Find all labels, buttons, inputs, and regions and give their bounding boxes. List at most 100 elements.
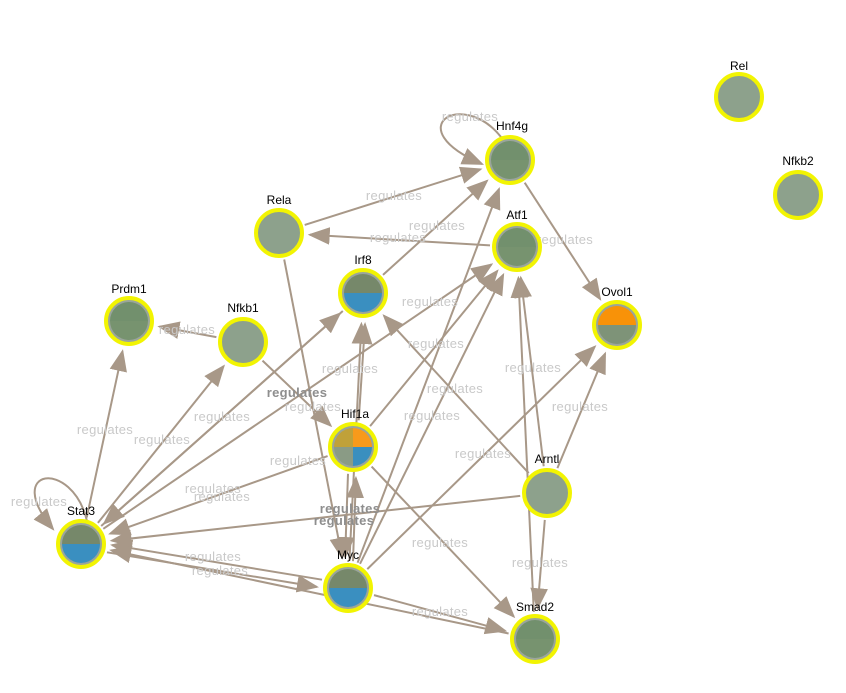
- edge-Myc-Ovol1[interactable]: [366, 345, 597, 570]
- node-Ovol1[interactable]: Ovol1: [592, 285, 642, 350]
- node-Hnf4g-segment-bottom: [491, 160, 529, 179]
- node-label-Stat3: Stat3: [67, 504, 95, 518]
- edge-Hnf4g-Ovol1[interactable]: [523, 182, 602, 301]
- edge-Arntl-Stat3[interactable]: [109, 494, 521, 548]
- node-Nfkb1[interactable]: Nfkb1: [218, 301, 268, 367]
- edges-layer: [33, 113, 607, 635]
- edge-selfloop-Hnf4g[interactable]: [439, 113, 502, 165]
- edge-Myc-Hif1a[interactable]: [346, 475, 365, 562]
- node-Myc-segment-bottom: [329, 588, 367, 607]
- node-Stat3[interactable]: Stat3: [56, 504, 106, 569]
- edge-label-regulates: regulates: [270, 453, 326, 468]
- edge-Rela-Hnf4g[interactable]: [304, 166, 483, 226]
- node-Nfkb2[interactable]: Nfkb2: [773, 154, 823, 220]
- edge-label-regulates: regulates: [512, 555, 568, 570]
- node-Stat3-segment-top: [62, 525, 100, 544]
- node-Hif1a-segment-tl: [334, 428, 353, 447]
- edge-Hif1a-Stat3[interactable]: [108, 455, 328, 536]
- edge-label-regulates: regulates: [194, 489, 250, 504]
- node-Myc[interactable]: Myc: [323, 548, 373, 613]
- node-body-Nfkb1[interactable]: [218, 317, 268, 367]
- node-label-Myc: Myc: [337, 548, 359, 562]
- node-body-Nfkb2[interactable]: [773, 170, 823, 220]
- edge-Stat3-Prdm1[interactable]: [85, 349, 127, 518]
- edge-label-regulates: regulates: [402, 294, 458, 309]
- node-Prdm1-segment-top: [110, 302, 148, 321]
- edge-label-regulates: regulates: [320, 501, 381, 516]
- node-label-Hif1a: Hif1a: [341, 407, 369, 421]
- edge-label-regulates: regulates: [427, 381, 483, 396]
- edge-selfloop-Stat3[interactable]: [33, 477, 88, 531]
- edge-label-regulates: regulates: [192, 563, 248, 578]
- node-Arntl[interactable]: Arntl: [522, 452, 572, 518]
- edge-Irf8-Stat3[interactable]: [102, 310, 344, 525]
- node-Rel[interactable]: Rel: [714, 59, 764, 122]
- edge-Stat3-Myc[interactable]: [106, 551, 319, 593]
- node-label-Atf1: Atf1: [506, 208, 528, 222]
- node-label-Nfkb2: Nfkb2: [782, 154, 814, 168]
- edge-Smad2-Atf1[interactable]: [510, 275, 535, 613]
- node-body-Rel[interactable]: [714, 72, 764, 122]
- node-Smad2-segment-bottom: [516, 639, 554, 658]
- edge-label-regulates: regulates: [366, 188, 422, 203]
- node-Atf1[interactable]: Atf1: [492, 208, 542, 272]
- edge-Nfkb1-Prdm1[interactable]: [157, 321, 217, 339]
- edge-Nfkb1-Hif1a[interactable]: [261, 359, 333, 428]
- edge-label-regulates: regulates: [185, 481, 241, 496]
- node-Ovol1-segment-bottom: [598, 325, 636, 344]
- edge-Arntl-Irf8[interactable]: [382, 314, 530, 474]
- edge-label-regulates: regulates: [412, 535, 468, 550]
- node-Atf1-segment-top: [498, 228, 536, 247]
- node-Prdm1-segment-bottom: [110, 321, 148, 340]
- edge-Hif1a-Irf8[interactable]: [354, 322, 373, 421]
- node-Irf8[interactable]: Irf8: [338, 253, 388, 318]
- edge-label-regulates: regulates: [370, 230, 426, 245]
- edge-Hif1a-Atf1[interactable]: [369, 269, 499, 427]
- edge-label-regulates: regulates: [285, 399, 341, 414]
- edge-label-regulates: regulates: [404, 408, 460, 423]
- edge-Myc-Smad2[interactable]: [373, 594, 508, 635]
- edge-Atf1-Rela[interactable]: [307, 227, 491, 247]
- edge-label-regulates: regulates: [412, 604, 468, 619]
- edge-Arntl-Ovol1[interactable]: [556, 351, 607, 469]
- node-Hnf4g[interactable]: Hnf4g: [485, 119, 535, 185]
- edge-label-regulates: regulates: [442, 109, 498, 124]
- node-Hif1a-segment-tr: [353, 428, 372, 447]
- edge-Myc-Atf1[interactable]: [359, 272, 505, 565]
- node-Irf8-segment-bottom: [344, 293, 382, 312]
- node-Smad2-segment-top: [516, 620, 554, 639]
- edge-Arntl-Smad2[interactable]: [530, 519, 548, 611]
- edge-label-regulates: regulates: [77, 422, 133, 437]
- node-label-Ovol1: Ovol1: [601, 285, 633, 299]
- node-Irf8-segment-top: [344, 274, 382, 293]
- node-Myc-segment-top: [329, 569, 367, 588]
- edge-Arntl-Atf1[interactable]: [514, 275, 545, 467]
- node-body-Rela[interactable]: [254, 208, 304, 258]
- node-label-Hnf4g: Hnf4g: [496, 119, 528, 133]
- node-label-Rela: Rela: [267, 193, 292, 207]
- node-label-Smad2: Smad2: [516, 600, 554, 614]
- node-Prdm1[interactable]: Prdm1: [104, 282, 154, 346]
- edge-label-regulates: regulates: [11, 494, 67, 509]
- node-Stat3-segment-bottom: [62, 544, 100, 563]
- node-Rela[interactable]: Rela: [254, 193, 304, 258]
- edge-label-regulates: regulates: [408, 336, 464, 351]
- edge-Myc-Hnf4g[interactable]: [356, 186, 501, 564]
- edge-Irf8-Hnf4g[interactable]: [382, 179, 489, 276]
- node-Hif1a[interactable]: Hif1a: [328, 407, 378, 472]
- edge-Stat3-Nfkb1[interactable]: [97, 364, 225, 524]
- edge-Myc-Stat3[interactable]: [110, 539, 323, 581]
- edge-label-regulates: regulates: [537, 232, 593, 247]
- node-label-Arntl: Arntl: [535, 452, 560, 466]
- node-Smad2[interactable]: Smad2: [510, 600, 560, 664]
- edge-label-regulates: regulates: [194, 409, 250, 424]
- node-body-Arntl[interactable]: [522, 468, 572, 518]
- node-label-Irf8: Irf8: [354, 253, 372, 267]
- node-label-Nfkb1: Nfkb1: [227, 301, 259, 315]
- edge-Hif1a-Smad2[interactable]: [370, 465, 516, 619]
- node-Ovol1-segment-top: [598, 306, 636, 325]
- edge-Stat3-Atf1[interactable]: [102, 263, 494, 530]
